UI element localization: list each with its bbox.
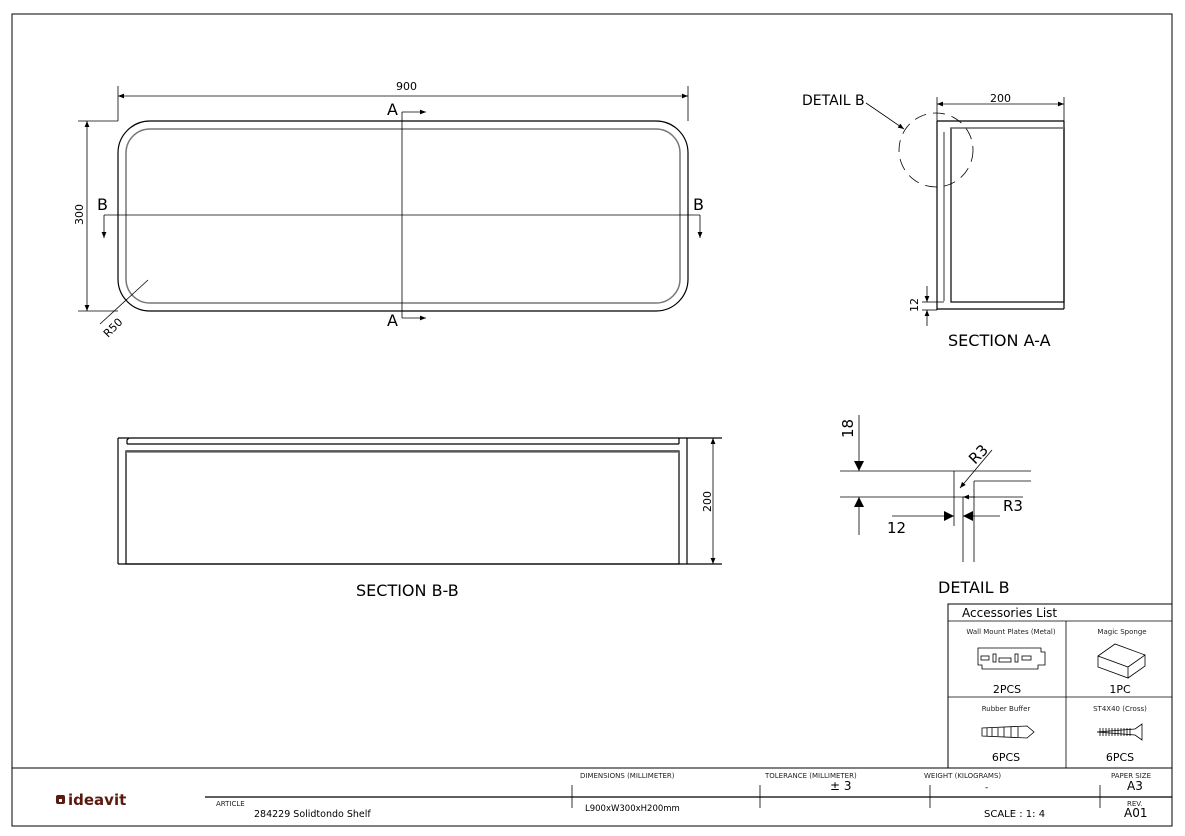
paper-size-label: PAPER SIZE: [1111, 772, 1151, 780]
top-view: A A B B 900 300 R50: [73, 80, 704, 340]
outer-radius-dimension: R3: [965, 441, 992, 468]
weight-label: WEIGHT (KILOGRAMS): [924, 772, 1001, 780]
paper-size-value: A3: [1127, 779, 1143, 793]
depth-dimension: 200: [990, 92, 1011, 105]
inner-radius-dimension: R3: [1003, 497, 1023, 515]
section-bb-title: SECTION B-B: [356, 581, 459, 600]
accessory-name: Rubber Buffer: [982, 705, 1031, 713]
section-b-label-right: B: [693, 195, 704, 214]
title-block: ideavit ARTICLE 284229 Solidtondo Shelf …: [12, 767, 1172, 820]
wall-dimension: 12: [908, 298, 921, 312]
logo: ideavit: [56, 791, 126, 809]
wall-plug-icon: [981, 725, 1035, 739]
section-aa-title: SECTION A-A: [948, 331, 1051, 350]
section-a-label-top: A: [387, 100, 398, 119]
dimensions-value: L900xW300xH200mm: [585, 804, 680, 814]
detail-b-callout: DETAIL B: [802, 93, 865, 109]
section-a-label-bottom: A: [387, 311, 398, 330]
sponge-icon: [1097, 643, 1146, 679]
tolerance-label: TOLERANCE (MILLIMETER): [764, 772, 857, 780]
detail-wall-dimension: 12: [887, 519, 906, 537]
width-dimension: 900: [396, 80, 417, 93]
scale-value: SCALE : 1: 4: [984, 809, 1045, 820]
section-aa-view: 200 DETAIL B 12 SECTION A-A: [802, 92, 1065, 350]
section-bb-view: 200 SECTION B-B: [117, 437, 722, 600]
rev-value: A01: [1124, 806, 1147, 820]
accessory-qty: 6PCS: [1106, 751, 1134, 764]
rev-label: REV.: [1127, 800, 1142, 808]
section-b-label-left: B: [97, 195, 108, 214]
detail-b-title: DETAIL B: [938, 578, 1010, 597]
accessory-qty: 6PCS: [992, 751, 1020, 764]
accessories-list: Accessories List Wall Mount Plates (Meta…: [947, 603, 1173, 769]
weight-value: -: [985, 783, 988, 793]
accessory-qty: 1PC: [1109, 683, 1131, 696]
wall-plate-icon: [977, 647, 1046, 670]
accessory-qty: 2PCS: [993, 683, 1021, 696]
accessory-name: Wall Mount Plates (Metal): [966, 628, 1055, 636]
accessory-name: ST4X40 (Cross): [1093, 705, 1147, 713]
dimensions-label: DIMENSIONS (MILLIMETER): [580, 772, 675, 780]
thickness-dimension: 18: [839, 419, 857, 438]
accessories-title: Accessories List: [962, 606, 1057, 620]
article-value: 284229 Solidtondo Shelf: [254, 809, 371, 820]
sheet-border: [11, 13, 1173, 827]
section-bb-height-dimension: 200: [701, 491, 714, 512]
accessory-name: Magic Sponge: [1097, 628, 1146, 636]
screw-icon: [1096, 723, 1143, 741]
article-label: ARTICLE: [216, 800, 245, 808]
height-dimension: 300: [73, 204, 86, 225]
detail-b-view: 18 12 R3 R3 DETAIL B: [839, 415, 1031, 597]
logo-text: ideavit: [68, 791, 126, 809]
detail-b-circle: [898, 112, 974, 188]
tolerance-value: ± 3: [830, 779, 852, 793]
